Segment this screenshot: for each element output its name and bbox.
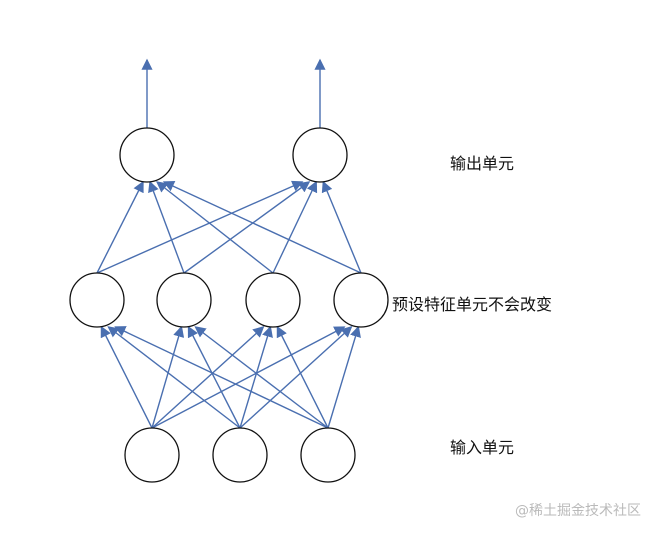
hidden-node — [333, 272, 389, 328]
edge-hidden-output — [96, 180, 144, 274]
hidden-node — [245, 272, 301, 328]
edge-input-hidden — [151, 325, 185, 429]
edge-input-hidden — [239, 326, 353, 429]
output-node — [292, 127, 348, 183]
input-node — [124, 427, 180, 483]
edge-input-hidden — [107, 326, 241, 429]
watermark: @稀土掘金技术社区 — [515, 503, 641, 519]
hidden-node — [69, 272, 125, 328]
edge-hidden-output — [155, 181, 274, 274]
edge-input-hidden — [276, 325, 329, 429]
edge-input-hidden — [239, 325, 273, 429]
edge-input-hidden — [187, 325, 241, 429]
edge-input-hidden — [194, 326, 329, 429]
input-node — [212, 427, 268, 483]
edge-hidden-output — [148, 180, 185, 274]
input-layer-label: 输入单元 — [450, 438, 515, 457]
edge-input-hidden — [100, 325, 153, 429]
output-node — [119, 127, 175, 183]
edge-input-hidden — [327, 325, 361, 429]
input-node — [300, 427, 356, 483]
edge-hidden-output — [321, 180, 362, 274]
edge-hidden-output — [96, 180, 304, 274]
edge-input-hidden — [151, 326, 265, 429]
edge-hidden-output — [272, 180, 318, 274]
edge-input-hidden — [151, 326, 346, 429]
edge-input-hidden — [114, 326, 329, 429]
edge-hidden-output — [183, 181, 311, 274]
output-layer-label: 输出单元 — [450, 154, 515, 173]
hidden-node — [156, 272, 212, 328]
edge-hidden-output — [162, 181, 362, 274]
hidden-layer-label: 预设特征单元不会改变 — [392, 295, 553, 314]
